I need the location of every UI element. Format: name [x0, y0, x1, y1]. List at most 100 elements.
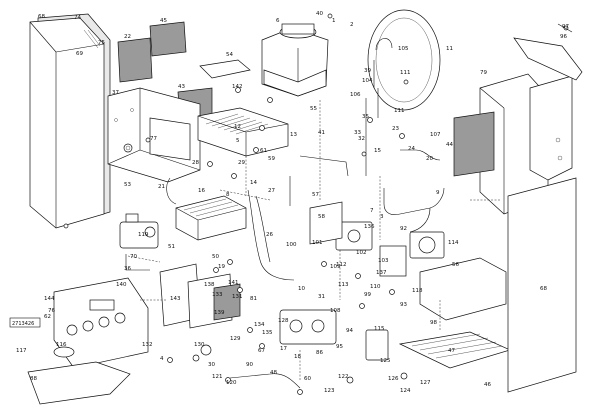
part-label-l10: 10 — [298, 286, 305, 292]
part-label-l35: 35 — [362, 114, 369, 120]
part-label-l7: 7 — [370, 208, 374, 214]
part-label-l11: 11 — [446, 46, 453, 52]
part-label-l67: 67 — [258, 348, 265, 354]
part-label-l111b: 111 — [394, 108, 405, 114]
part-label-l12: 12 — [234, 124, 241, 130]
part-label-l47: 47 — [448, 348, 455, 354]
small-fittings — [63, 13, 573, 395]
part-label-l122: 122 — [338, 374, 349, 380]
part-label-l139: 139 — [214, 310, 225, 316]
part-label-l133: 133 — [212, 292, 223, 298]
assembly-guide-lines — [127, 100, 500, 380]
part-label-l45: 45 — [160, 18, 167, 24]
part-label-l29: 29 — [238, 160, 245, 166]
reference-code-box: 2713426 — [9, 317, 41, 328]
expansion-vessel — [367, 9, 441, 111]
part-label-l129: 129 — [230, 336, 241, 342]
part-label-l121: 121 — [212, 374, 223, 380]
part-label-l4: 4 — [160, 356, 164, 362]
part-label-l8: 8 — [226, 192, 230, 198]
part-label-l20: 20 — [426, 156, 433, 162]
base-tray — [398, 257, 511, 369]
part-label-l19: 19 — [218, 264, 225, 270]
part-label-l117: 117 — [16, 348, 27, 354]
part-label-l58: 58 — [318, 214, 325, 220]
part-label-l137: 137 — [376, 270, 387, 276]
part-label-l18: 18 — [294, 354, 301, 360]
part-label-l108: 108 — [330, 308, 341, 314]
part-label-l131: 131 — [232, 294, 243, 300]
part-label-l138: 138 — [204, 282, 215, 288]
part-label-l13: 13 — [290, 132, 297, 138]
part-label-l116: 116 — [56, 342, 67, 348]
part-label-l50: 50 — [212, 254, 219, 260]
electronic-boards — [159, 263, 241, 329]
part-label-l44: 44 — [446, 142, 453, 148]
part-label-l106: 106 — [350, 92, 361, 98]
part-label-l93: 93 — [400, 302, 407, 308]
part-label-l15: 15 — [374, 148, 381, 154]
front-casing-panel — [29, 13, 111, 229]
part-label-l51: 51 — [168, 244, 175, 250]
part-label-l2: 2 — [350, 22, 354, 28]
right-side-panel — [453, 73, 573, 215]
part-label-l144: 144 — [44, 296, 55, 302]
part-label-l124: 124 — [400, 388, 411, 394]
part-label-l68b: 68 — [540, 286, 547, 292]
part-label-l74: 74 — [74, 15, 81, 21]
part-label-l101: 101 — [312, 240, 323, 246]
part-label-l1: 1 — [332, 18, 336, 24]
part-label-l75: 75 — [98, 40, 105, 46]
part-label-l127: 127 — [420, 380, 431, 386]
part-label-l76: 76 — [48, 308, 55, 314]
part-label-l17: 17 — [280, 346, 287, 352]
part-label-l88: 88 — [30, 376, 37, 382]
part-label-l102: 102 — [356, 250, 367, 256]
control-panel — [53, 277, 149, 369]
heat-exchanger — [197, 107, 289, 157]
part-label-l86: 86 — [316, 350, 323, 356]
part-label-l69: 69 — [76, 51, 83, 57]
reference-code: 2713426 — [12, 321, 34, 327]
part-label-l81: 81 — [250, 296, 257, 302]
part-label-l53: 53 — [124, 182, 131, 188]
part-label-l32: 32 — [358, 136, 365, 142]
fan-hood — [261, 23, 329, 97]
part-label-l99: 99 — [364, 292, 371, 298]
part-label-l98: 98 — [430, 320, 437, 326]
part-label-l6: 6 — [276, 18, 280, 24]
part-label-l57: 57 — [312, 192, 319, 198]
part-label-l134: 134 — [254, 322, 265, 328]
part-label-l112: 112 — [336, 262, 347, 268]
part-label-l94: 94 — [346, 328, 353, 334]
gas-valve — [119, 213, 159, 249]
part-label-l130: 130 — [194, 342, 205, 348]
part-label-l97: 97 — [562, 24, 569, 30]
part-label-l118: 118 — [412, 288, 423, 294]
part-label-l68a: 68 — [38, 14, 45, 20]
part-label-l128: 128 — [278, 318, 289, 324]
cover-plate — [199, 59, 251, 79]
combustion-chamber-box — [107, 87, 201, 183]
part-label-l33: 33 — [354, 130, 361, 136]
part-label-l61: 61 — [260, 148, 267, 154]
part-label-l37: 37 — [112, 90, 119, 96]
part-label-l100: 100 — [286, 242, 297, 248]
part-label-l46: 46 — [484, 382, 491, 388]
part-label-l79: 79 — [480, 70, 487, 76]
part-label-l109: 109 — [330, 264, 341, 270]
part-label-l132: 132 — [142, 342, 153, 348]
part-label-l54: 54 — [226, 52, 233, 58]
part-label-l119: 119 — [138, 232, 149, 238]
part-label-l5: 5 — [236, 138, 240, 144]
part-label-l107: 107 — [430, 132, 441, 138]
part-label-l16: 16 — [198, 188, 205, 194]
pump-assembly — [335, 221, 445, 277]
part-label-l60: 60 — [304, 376, 311, 382]
part-label-l105: 105 — [398, 46, 409, 52]
part-label-l27: 27 — [268, 188, 275, 194]
part-label-l41: 41 — [318, 130, 325, 136]
part-label-l70: 70 — [130, 254, 137, 260]
part-label-l43: 43 — [178, 84, 185, 90]
part-label-l90: 90 — [246, 362, 253, 368]
